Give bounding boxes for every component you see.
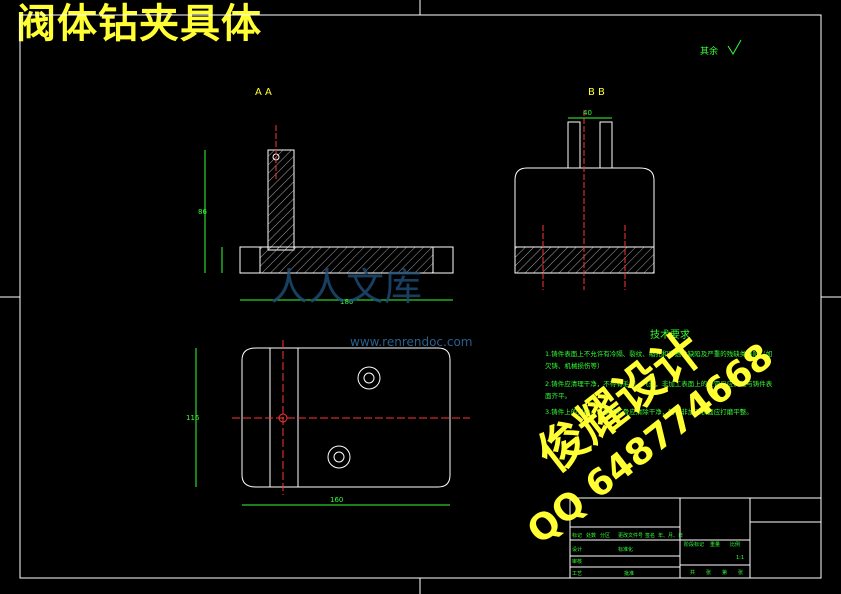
tech-req-line-1: 1.铸件表面上不允许有冷隔、裂纹、缩孔和穿透性缺陷及严重的残缺类缺陷（如 [545,349,772,358]
tb-r1-c6: 年、月、日 [658,532,683,539]
tb-r4-c1: 工艺 [572,571,582,577]
watermark-logo: 人人文库 [270,265,422,309]
tb-weight: 重量 [710,541,720,548]
tb-stage-mark: 阶段标记 [684,541,704,548]
tb-r4-c3: 批准 [624,570,634,577]
tb-r1-c4: 更改文件号 [618,532,643,539]
roughness-symbol-icon [727,39,742,55]
tb-sheet-2: 张 [706,569,711,576]
tb-scale-value: 1:1 [736,555,744,561]
tb-r2-c3: 标准化 [618,546,633,553]
tb-r1-c3: 分区 [600,532,610,539]
dim-a-180: 180 [340,298,353,306]
technical-requirements: 技术要求 1.铸件表面上不允许有冷隔、裂纹、缩孔和穿透性缺陷及严重的残缺类缺陷（… [545,328,773,416]
watermark-site: www.renrendoc.com [350,335,472,349]
tech-req-heading: 技术要求 [650,328,690,341]
dim-b-40: 40 [583,109,592,117]
dim-top-160: 160 [330,496,343,504]
tech-req-line-4: 面齐平。 [545,391,571,400]
tech-req-line-5: 3.铸件上的型砂、芯砂和芯骨应清除干净，铸件非加工表面应打磨平整。 [545,407,753,416]
view-top: 116 160 [186,340,470,506]
dim-a-86: 86 [198,208,207,216]
tb-r1-c2: 处数 [586,532,596,539]
dim-top-116: 116 [186,414,200,422]
tb-sheet-4: 张 [738,569,743,576]
tech-req-line-3: 2.铸件应清理干净，不得有毛刺、飞边，非加工表面上的浇冒口应清理与铸件表 [545,379,773,388]
title-block-text: 标记 处数 分区 更改文件号 签名 年、月、日 设计 标准化 审核 工艺 批准 … [572,532,744,577]
tb-sheet-1: 共 [690,569,695,576]
view-b-b: 40 [514,109,655,290]
tb-r1-c1: 标记 [572,532,582,539]
title-block [569,497,822,579]
tb-r3-c1: 审核 [572,558,582,565]
tech-req-line-2: 欠铸、机械损伤等） [545,361,604,370]
tb-r1-c5: 签名 [645,532,655,539]
tb-sheet-3: 第 [722,569,727,576]
view-a-a: 180 86 [198,125,454,306]
tb-r2-c1: 设计 [572,546,582,553]
section-b-label: B B [588,87,605,98]
drawing-title: 阀体钻夹具体 [16,1,262,47]
section-a-label: A A [255,87,272,98]
tb-scale-label: 比例 [730,541,740,548]
roughness-note: 其余 [700,45,718,57]
